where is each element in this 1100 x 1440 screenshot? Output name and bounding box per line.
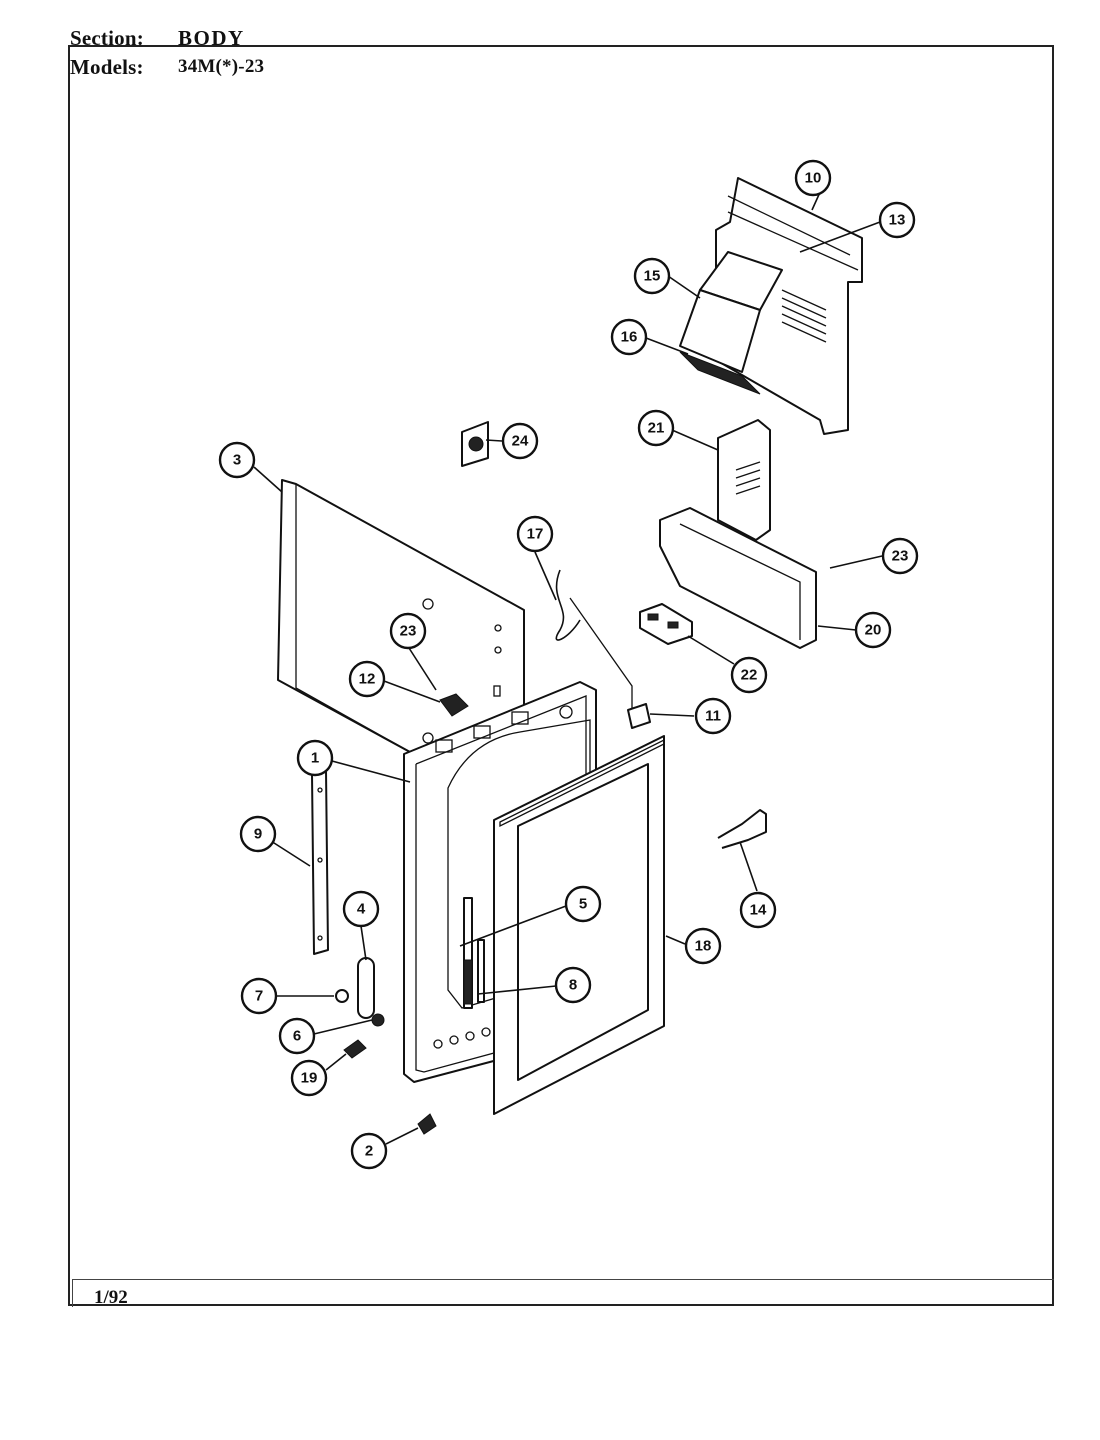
footer-divider xyxy=(72,1279,1054,1280)
trim-strip-drawing xyxy=(311,769,329,955)
callout-12: 12 xyxy=(348,660,386,698)
svg-text:1: 1 xyxy=(311,750,319,767)
footer-divider-left xyxy=(72,1279,73,1307)
svg-text:2: 2 xyxy=(365,1143,373,1160)
svg-text:22: 22 xyxy=(741,667,758,684)
svg-text:23: 23 xyxy=(892,548,909,565)
svg-text:6: 6 xyxy=(293,1028,301,1045)
svg-text:15: 15 xyxy=(644,268,661,285)
diagram-frame xyxy=(68,45,1054,1306)
callout-19: 19 xyxy=(290,1059,328,1097)
svg-text:11: 11 xyxy=(705,708,721,725)
callout-8: 8 xyxy=(554,966,592,1004)
svg-text:21: 21 xyxy=(648,420,665,437)
svg-text:10: 10 xyxy=(805,170,822,187)
rear-panel-drawing xyxy=(679,177,863,435)
callout-1: 1 xyxy=(296,739,334,777)
callout-14: 14 xyxy=(739,891,777,929)
callout-16: 16 xyxy=(610,318,648,356)
svg-text:17: 17 xyxy=(527,526,544,543)
svg-text:3: 3 xyxy=(233,452,241,469)
svg-text:4: 4 xyxy=(357,901,366,918)
callout-3: 3 xyxy=(218,441,256,479)
svg-text:13: 13 xyxy=(889,212,906,229)
callout-18: 18 xyxy=(684,927,722,965)
svg-text:23: 23 xyxy=(400,623,417,640)
svg-text:7: 7 xyxy=(255,988,263,1005)
clip-drawing xyxy=(717,809,767,849)
svg-text:9: 9 xyxy=(254,826,262,843)
leader-lines xyxy=(253,178,883,1145)
callout-9: 9 xyxy=(239,815,277,853)
svg-text:8: 8 xyxy=(569,977,577,994)
revision-date: 1/92 xyxy=(94,1287,128,1308)
small-parts-drawing xyxy=(439,421,651,729)
svg-text:5: 5 xyxy=(579,896,587,913)
svg-text:19: 19 xyxy=(301,1070,318,1087)
callout-group: 10 13 15 16 24 21 3 17 23 20 23 22 12 11… xyxy=(218,159,919,1170)
callout-4: 4 xyxy=(342,890,380,928)
callout-17: 17 xyxy=(516,515,554,553)
callout-5: 5 xyxy=(564,885,602,923)
svg-text:18: 18 xyxy=(695,938,712,955)
svg-text:16: 16 xyxy=(621,329,638,346)
models-label: Models: xyxy=(70,55,144,79)
callout-22: 22 xyxy=(730,656,768,694)
models-value: 34M(*)-23 xyxy=(178,56,265,77)
callout-11: 11 xyxy=(694,697,732,735)
svg-text:20: 20 xyxy=(865,622,882,639)
callout-6: 6 xyxy=(278,1017,316,1055)
callout-23-left: 23 xyxy=(389,612,427,650)
svg-text:24: 24 xyxy=(512,433,529,450)
callout-24: 24 xyxy=(501,422,539,460)
callout-10: 10 xyxy=(794,159,832,197)
callout-13: 13 xyxy=(878,201,916,239)
hinge-drawing xyxy=(463,897,485,1009)
callout-2: 2 xyxy=(350,1132,388,1170)
callout-20: 20 xyxy=(854,611,892,649)
side-bracket-drawing xyxy=(639,419,817,649)
connector-drawing xyxy=(647,613,679,629)
callout-23-right: 23 xyxy=(881,537,919,575)
callout-21: 21 xyxy=(637,409,675,447)
door-frame-drawing xyxy=(493,735,665,1115)
svg-text:12: 12 xyxy=(359,671,376,688)
callout-15: 15 xyxy=(633,257,671,295)
svg-text:14: 14 xyxy=(750,902,767,919)
callout-7: 7 xyxy=(240,977,278,1015)
